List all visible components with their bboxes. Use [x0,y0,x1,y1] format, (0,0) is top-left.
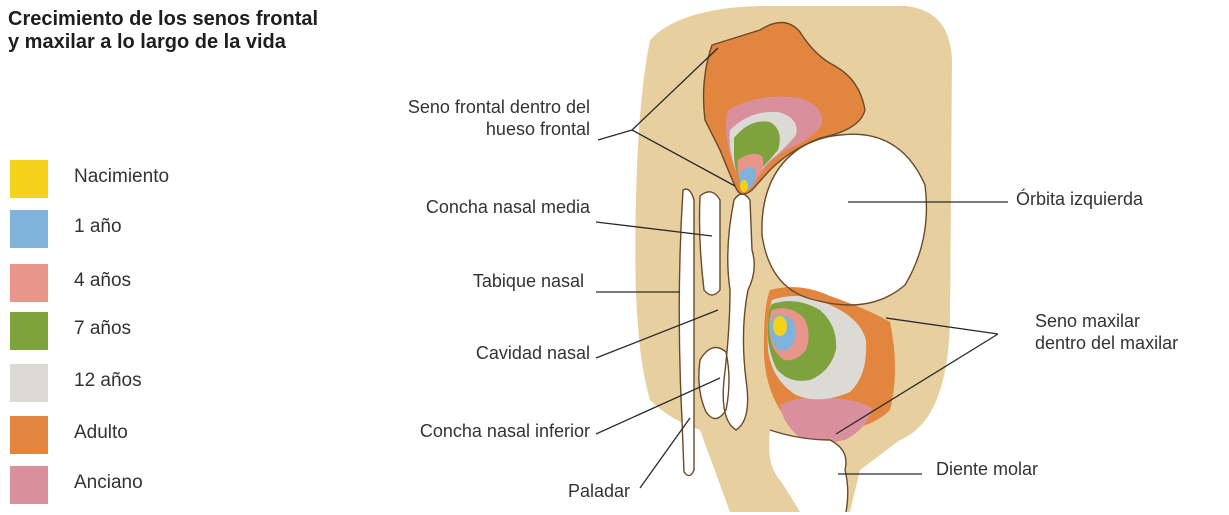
label-orbit: Órbita izquierda [1016,188,1143,210]
label-palate: Paladar [420,480,630,502]
leader-frontal-a [598,130,632,140]
label-nasal-cavity: Cavidad nasal [300,342,590,364]
label-maxillary-sinus: Seno maxilar dentro del maxilar [1035,310,1178,354]
frontal-sinus-birth [740,180,748,192]
label-septum: Tabique nasal [300,270,584,292]
maxillary-sinus-birth [773,316,787,336]
label-molar: Diente molar [936,458,1038,480]
label-inferior-concha: Concha nasal inferior [300,420,590,442]
label-maxillary-sinus-line-2: dentro del maxilar [1035,332,1178,354]
label-maxillary-sinus-line-1: Seno maxilar [1035,310,1178,332]
label-frontal-sinus: Seno frontal dentro del hueso frontal [300,96,590,140]
leader-palate [640,418,690,488]
label-frontal-sinus-line-1: Seno frontal dentro del [300,96,590,118]
label-frontal-sinus-line-2: hueso frontal [300,118,590,140]
label-middle-concha: Concha nasal media [300,196,590,218]
